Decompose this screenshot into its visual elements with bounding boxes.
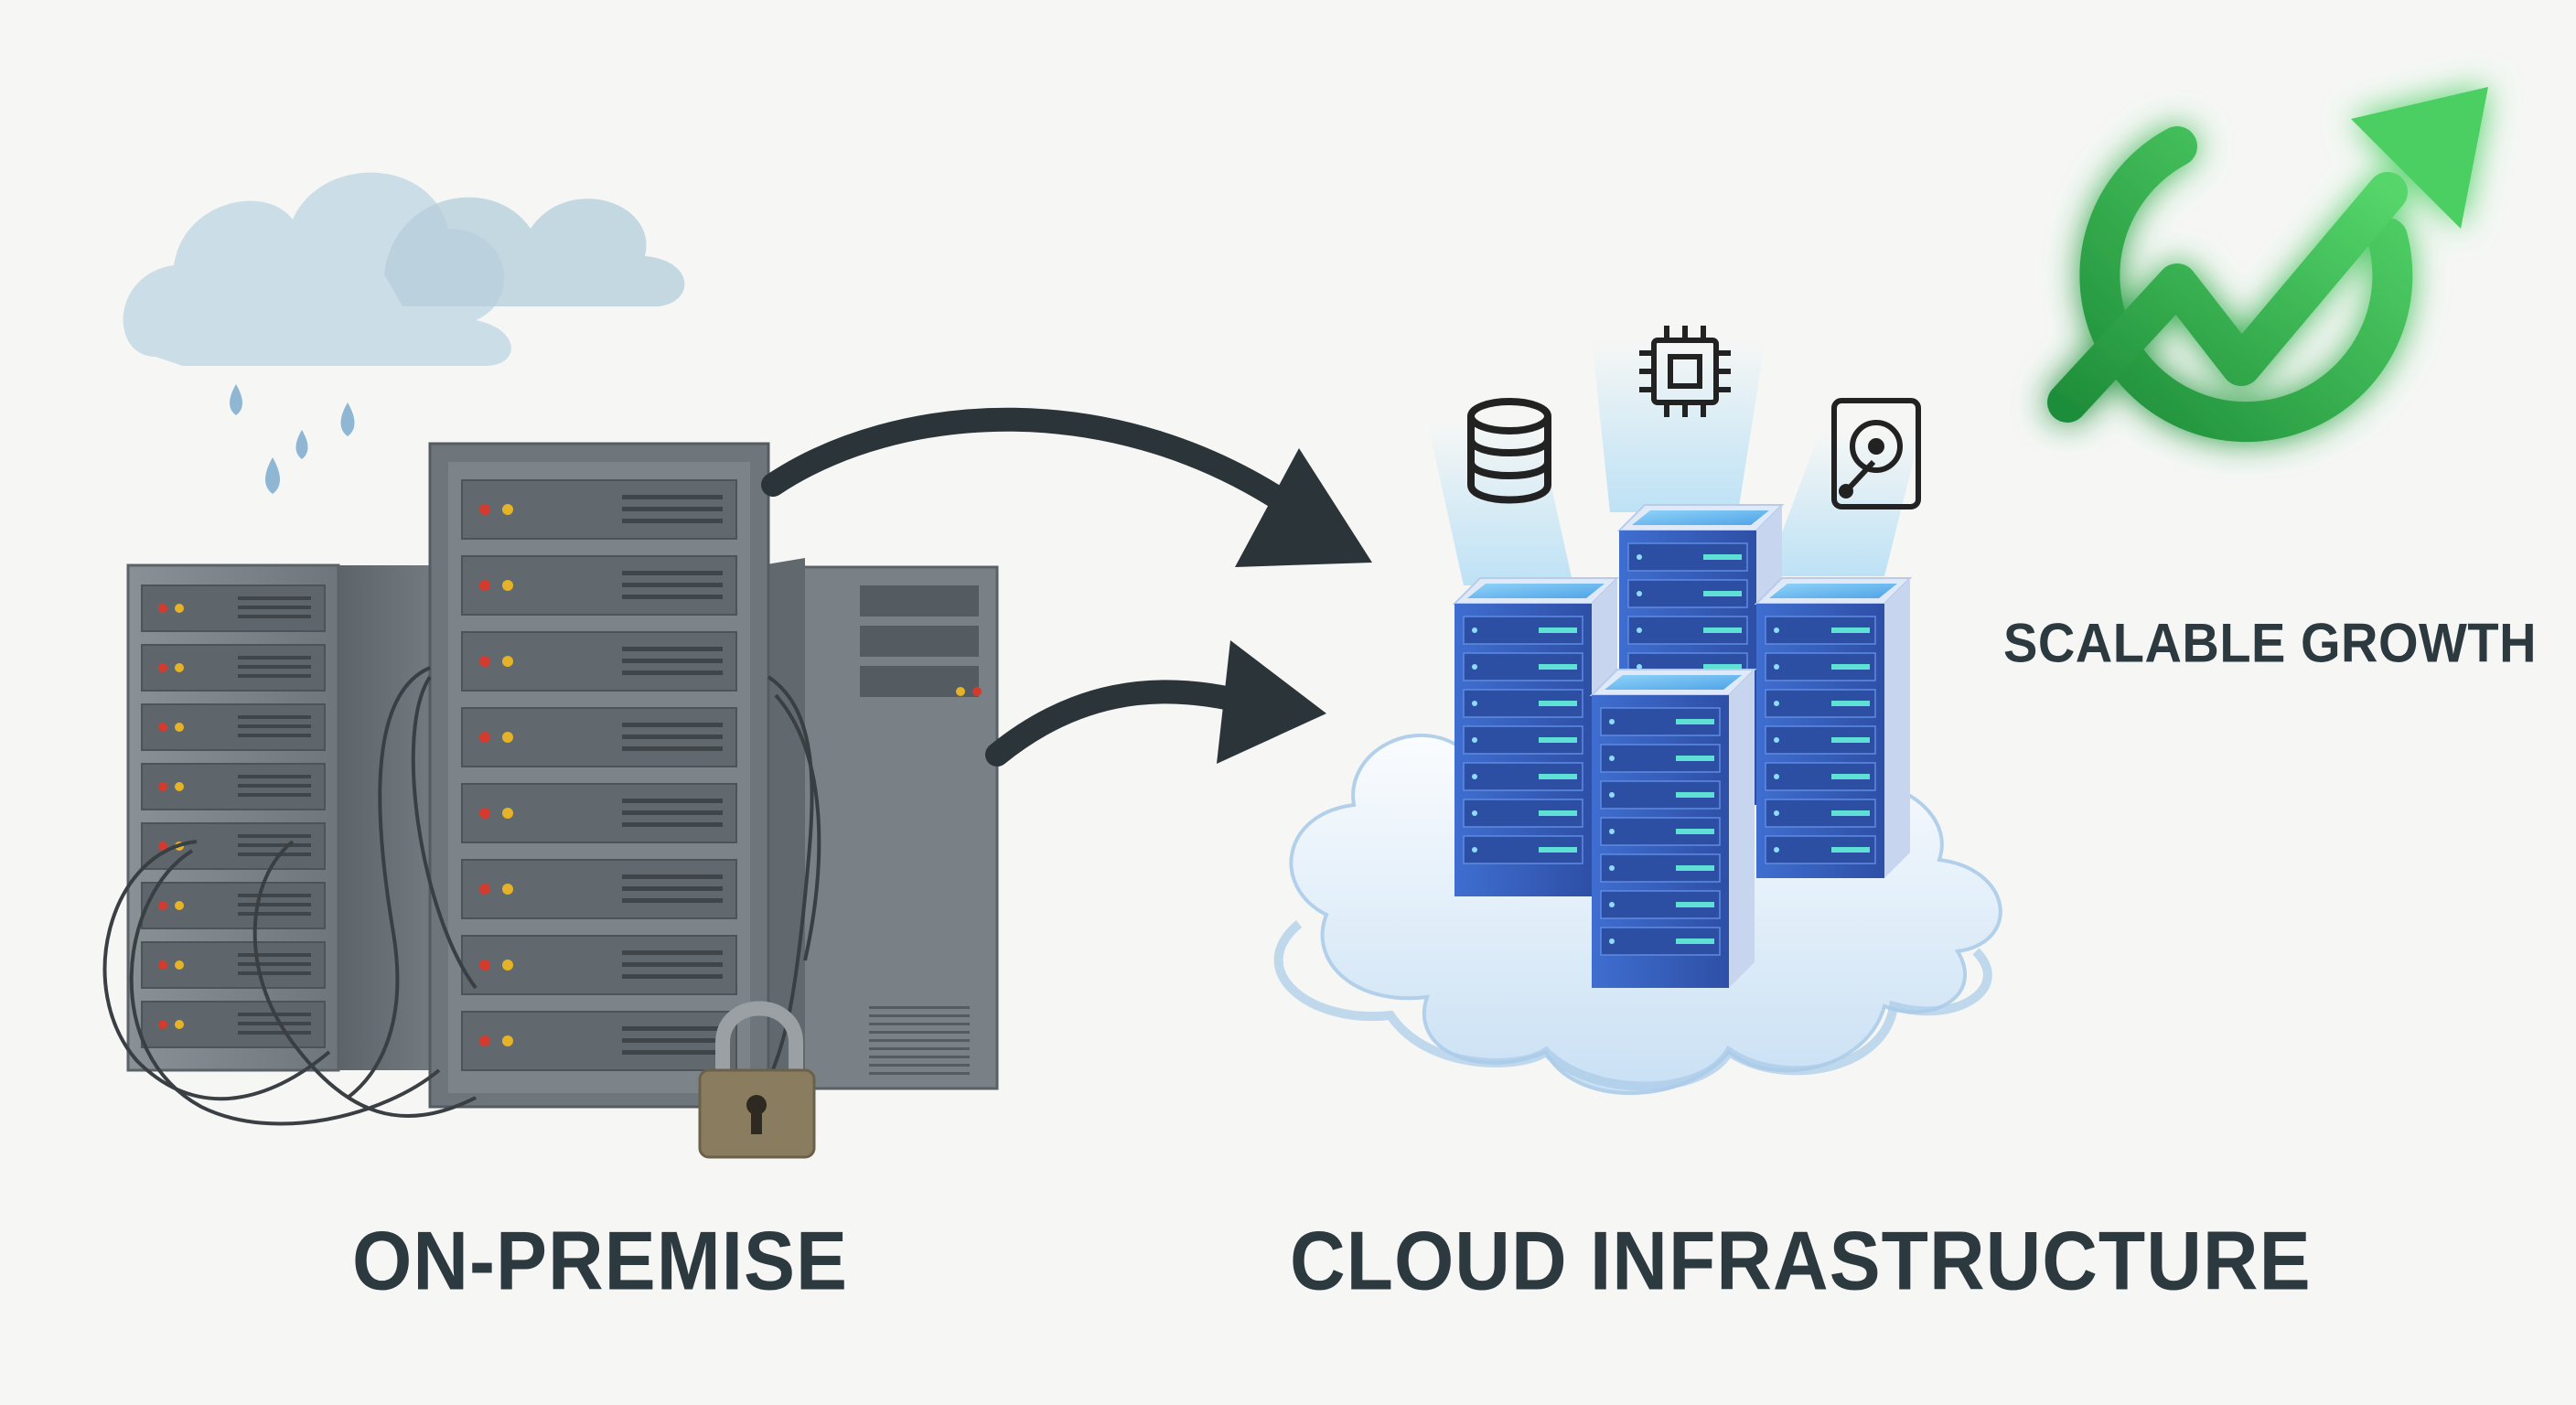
cloud-server-tower [1754,577,1913,878]
cloud-infrastructure-label: CLOUD INFRASTRUCTURE [1290,1214,2312,1307]
padlock-icon [698,1001,816,1159]
cloud-server-tower [1452,577,1620,896]
server-rack-icon [126,563,430,1072]
cloud-server-tower [1589,669,1757,988]
arrow-right-icon [761,407,1372,767]
server-tower [748,558,999,1090]
cloud-server-icon [1273,504,2002,1095]
network-cables [102,666,821,1126]
hard-drive-icon [1831,398,1921,509]
server-rack-main [428,442,770,1109]
cpu-chip-icon [1639,326,1731,417]
growth-arrow-icon [2047,87,2488,443]
database-icon [1467,398,1551,504]
rain-cloud-icon [123,172,685,494]
scalable-growth-label: SCALABLE GROWTH [2003,611,2538,674]
on-premise-label: ON-PREMISE [352,1214,849,1307]
